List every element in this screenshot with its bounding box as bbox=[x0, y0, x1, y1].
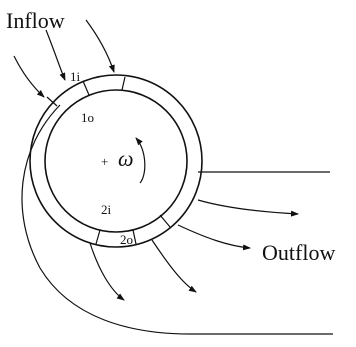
rotation-arrow bbox=[135, 137, 146, 184]
inner-ring-wall bbox=[44, 89, 188, 233]
blade-line-bottom-3 bbox=[159, 214, 171, 228]
outflow-streamline-4 bbox=[89, 242, 125, 301]
station-1i-label: 1i bbox=[70, 69, 81, 84]
blade-line-top-2 bbox=[82, 80, 90, 96]
outflow-streamline-2 bbox=[177, 224, 251, 251]
outflow-streamline-3 bbox=[151, 239, 197, 293]
blade-line-bottom-2 bbox=[132, 229, 137, 245]
blade-line-top-1 bbox=[46, 96, 58, 107]
blade-line-top-3 bbox=[121, 76, 126, 91]
outer-wrap-streamline bbox=[21, 104, 333, 335]
station-2i-label: 2i bbox=[101, 202, 112, 217]
station-1o-label: 1o bbox=[81, 110, 94, 125]
inflow-label: Inflow bbox=[6, 8, 65, 33]
outer-ring-wall bbox=[29, 74, 203, 248]
inflow-streamline-2 bbox=[45, 29, 66, 81]
blade-line-bottom-1 bbox=[95, 229, 101, 245]
outflow-label: Outflow bbox=[262, 240, 335, 265]
center-marker: + bbox=[101, 154, 108, 169]
outflow-streamline-1 bbox=[197, 199, 299, 217]
inflow-streamline-1 bbox=[13, 55, 45, 98]
inflow-streamline-3 bbox=[85, 19, 115, 73]
station-2o-label: 2o bbox=[120, 232, 133, 247]
omega-symbol: ω bbox=[118, 146, 134, 171]
